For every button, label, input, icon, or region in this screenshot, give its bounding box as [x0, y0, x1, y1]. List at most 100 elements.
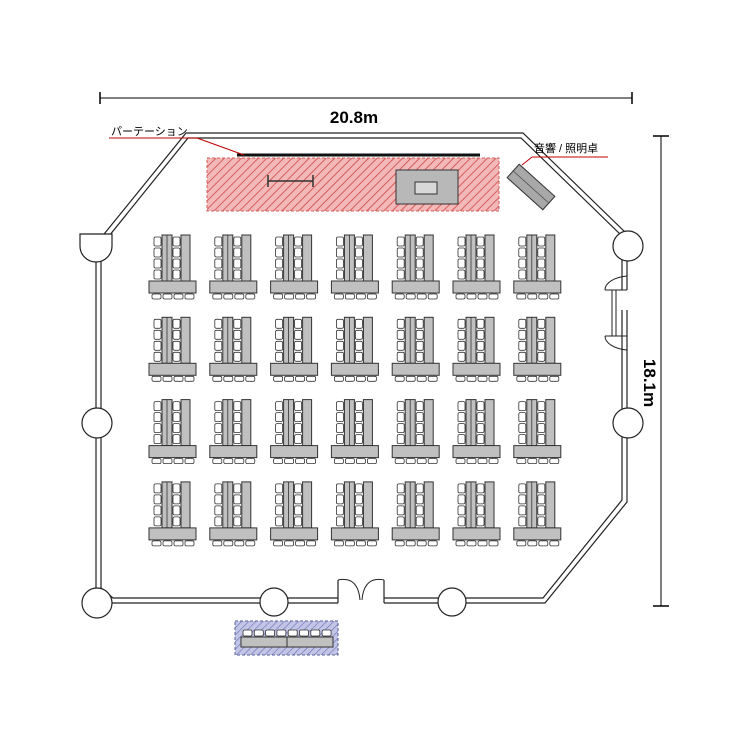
chair	[355, 375, 366, 382]
table-group	[148, 316, 197, 382]
chair	[294, 236, 303, 247]
chair	[333, 458, 344, 465]
chair	[214, 401, 223, 412]
chair	[457, 412, 466, 423]
chair	[537, 340, 546, 351]
chair	[354, 351, 363, 362]
chair	[223, 293, 234, 300]
chair	[214, 494, 223, 505]
chair	[415, 247, 424, 258]
chair	[151, 458, 162, 465]
chair	[394, 458, 405, 465]
chair	[153, 258, 162, 269]
chair	[476, 329, 485, 340]
chair	[354, 236, 363, 247]
table	[513, 445, 562, 459]
chair	[233, 247, 242, 258]
table	[180, 399, 191, 447]
chair	[457, 423, 466, 434]
chair	[233, 236, 242, 247]
chair	[335, 516, 344, 527]
chair	[457, 236, 466, 247]
chair	[466, 293, 477, 300]
chair	[516, 293, 527, 300]
chair	[172, 351, 181, 362]
chair	[153, 483, 162, 494]
table	[484, 234, 495, 282]
chair	[294, 423, 303, 434]
chair	[284, 458, 295, 465]
chair	[457, 329, 466, 340]
chair	[527, 293, 538, 300]
chair	[537, 258, 546, 269]
chair	[355, 293, 366, 300]
column	[81, 407, 113, 439]
chair	[537, 318, 546, 329]
table	[330, 527, 379, 541]
chair	[214, 351, 223, 362]
table	[241, 234, 252, 282]
chair	[518, 329, 527, 340]
chair	[476, 505, 485, 516]
table-group	[452, 399, 501, 465]
chair	[275, 318, 284, 329]
table	[545, 316, 556, 364]
chair	[153, 434, 162, 445]
chair	[518, 247, 527, 258]
chair	[287, 629, 298, 637]
chair	[354, 269, 363, 280]
chair	[294, 412, 303, 423]
chair	[537, 247, 546, 258]
chair	[214, 483, 223, 494]
chair	[306, 375, 317, 382]
chair	[516, 375, 527, 382]
chair	[234, 375, 245, 382]
chair	[527, 375, 538, 382]
chair	[172, 247, 181, 258]
table	[302, 234, 313, 282]
table-group	[330, 399, 379, 465]
chair	[212, 293, 223, 300]
table	[484, 316, 495, 364]
chair	[354, 412, 363, 423]
table	[302, 481, 313, 529]
table	[452, 445, 501, 459]
table	[513, 527, 562, 541]
chair	[518, 236, 527, 247]
chair	[214, 329, 223, 340]
table-group	[270, 234, 319, 300]
chair	[275, 434, 284, 445]
chair	[275, 412, 284, 423]
chair	[335, 423, 344, 434]
chair	[476, 269, 485, 280]
chair	[518, 434, 527, 445]
table	[180, 316, 191, 364]
chair	[427, 293, 438, 300]
table	[270, 445, 319, 459]
chair	[405, 540, 416, 547]
chair	[415, 434, 424, 445]
chair	[172, 340, 181, 351]
chair	[366, 540, 377, 547]
chair	[335, 505, 344, 516]
chair	[537, 434, 546, 445]
table-group	[148, 234, 197, 300]
chair	[335, 269, 344, 280]
chair	[527, 540, 538, 547]
chair	[223, 458, 234, 465]
chair	[537, 412, 546, 423]
chair	[294, 494, 303, 505]
chair	[233, 483, 242, 494]
chair	[518, 505, 527, 516]
chair	[366, 458, 377, 465]
chair	[396, 434, 405, 445]
chair	[153, 351, 162, 362]
chair	[466, 375, 477, 382]
chair	[214, 505, 223, 516]
chair	[294, 516, 303, 527]
chair	[354, 329, 363, 340]
chair	[335, 351, 344, 362]
chair	[162, 458, 173, 465]
chair	[233, 351, 242, 362]
chair	[275, 329, 284, 340]
